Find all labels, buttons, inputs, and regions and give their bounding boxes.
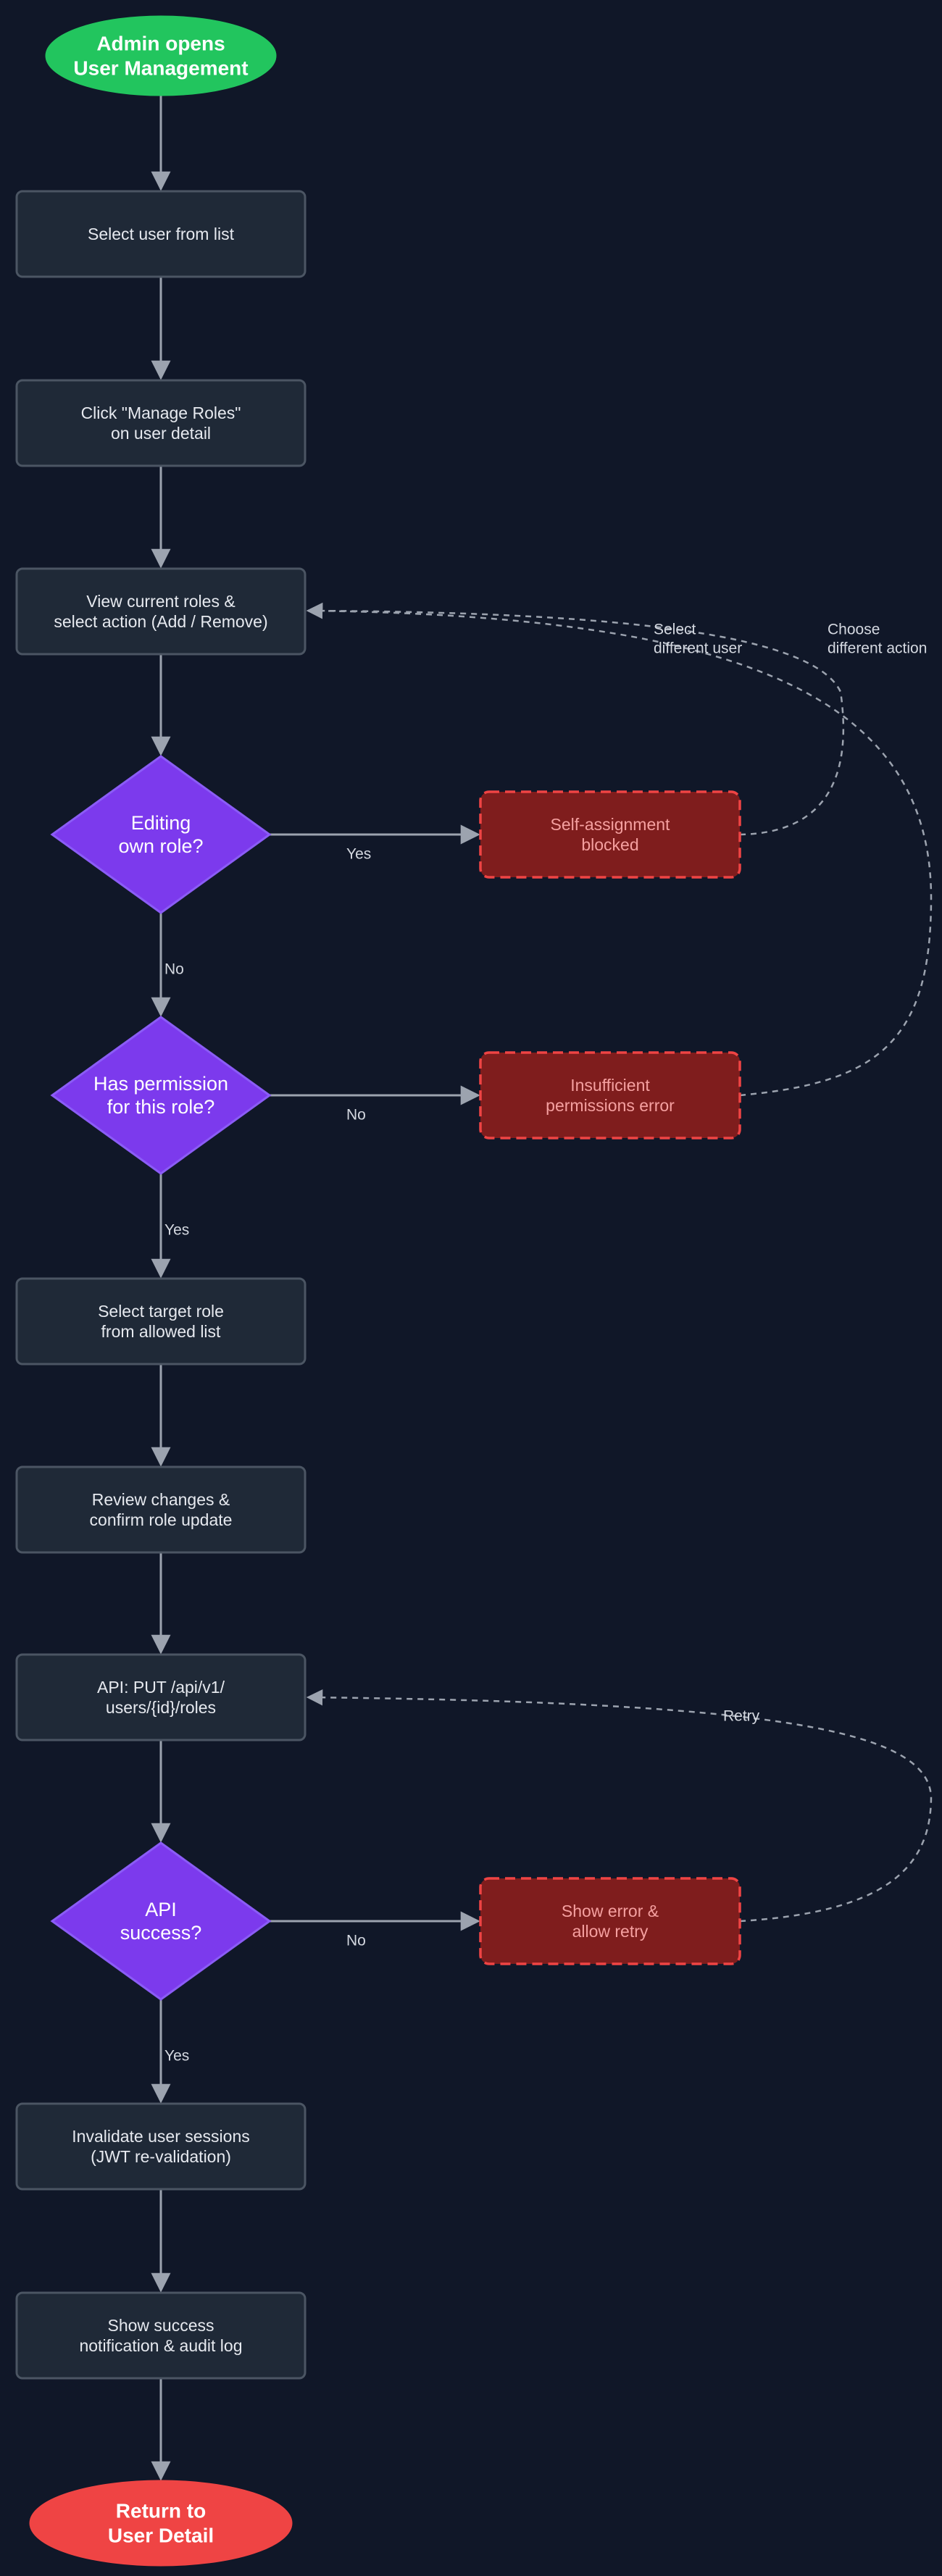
process-label-line-2: from allowed list — [101, 1322, 221, 1341]
loop-show-error-to-api-call — [306, 1689, 933, 1923]
decision-label-line-1: Editing — [131, 812, 191, 834]
process-label-line-2: users/{id}/roles — [106, 1698, 216, 1717]
process-box — [15, 1653, 307, 1741]
process-label-line-1: Select target role — [98, 1302, 224, 1321]
edge-label-no-permission: No — [346, 1107, 366, 1124]
terminal-ellipse — [45, 15, 277, 96]
edge-layer — [151, 95, 933, 2481]
error-box — [479, 790, 741, 879]
edge-label-yes-api: Yes — [164, 2048, 189, 2065]
loop-insufficient-to-view-roles — [306, 602, 933, 1097]
process-label-line-1: API: PUT /api/v1/ — [97, 1678, 225, 1697]
edge-label-yes-permission: Yes — [164, 1222, 189, 1239]
decision-label-line-1: Has permission — [93, 1073, 228, 1095]
decision-diamond — [50, 1841, 272, 2001]
process-label-line-2: notification & audit log — [79, 2336, 242, 2355]
error-label-line-1: Self-assignment — [551, 815, 671, 834]
process-box — [15, 190, 307, 278]
process-label-line-1: View current roles & — [86, 592, 235, 611]
node-manage-roles: Click "Manage Roles" on user detail — [15, 379, 307, 467]
process-box — [15, 567, 307, 656]
node-api-call: API: PUT /api/v1/users/{id}/roles — [15, 1653, 307, 1741]
error-label-line-2: allow retry — [572, 1922, 649, 1941]
terminal-label-line-2: User Management — [73, 57, 248, 80]
process-box — [15, 2102, 307, 2191]
decision-diamond — [50, 755, 272, 914]
edge-label-retry: Retry — [723, 1708, 760, 1725]
node-invalidate: Invalidate user sessions(JWT re-validati… — [15, 2102, 307, 2191]
process-box — [15, 1465, 307, 1554]
error-box — [479, 1877, 741, 1965]
edge-label-yes-self: Yes — [346, 846, 371, 863]
process-label-line-1: Invalidate user sessions — [72, 2127, 249, 2146]
node-review: Review changes &confirm role update — [15, 1465, 307, 1554]
edge-label-no-own: No — [164, 961, 184, 978]
process-label-line-2: select action (Add / Remove) — [54, 612, 267, 631]
decision-label-line-2: for this role? — [107, 1096, 215, 1118]
error-label-line-1: Insufficient — [570, 1076, 650, 1095]
loop-self-blocked-to-view-roles — [306, 602, 845, 836]
decision-diamond — [50, 1016, 272, 1175]
process-box — [15, 2291, 307, 2380]
process-label-line-2: confirm role update — [90, 1510, 233, 1529]
process-label-line-2: on user detail — [111, 424, 211, 443]
decision-label-line-2: success? — [120, 1922, 202, 1944]
terminal-ellipse — [29, 2480, 293, 2567]
terminal-label-line-1: Admin opens — [96, 33, 225, 55]
node-view-roles: View current roles &select action (Add /… — [15, 567, 307, 656]
decision-label-line-1: API — [145, 1899, 177, 1920]
edge-label-select-different-user-2: different user — [654, 640, 742, 657]
error-box — [479, 1051, 741, 1139]
node-end: Return to User Detail — [29, 2480, 293, 2567]
edge-label-no-api: No — [346, 1933, 366, 1949]
decision-label-line-2: own role? — [118, 835, 203, 857]
process-box — [15, 1277, 307, 1366]
process-box — [15, 379, 307, 467]
process-label-line-1: Select user from list — [88, 225, 235, 243]
edge-label-choose-different-action-1: Choose — [828, 622, 880, 638]
node-select-user: Select user from list — [15, 190, 307, 278]
edge-label-choose-different-action-2: different action — [828, 640, 927, 657]
error-label-line-2: blocked — [581, 835, 638, 854]
process-label-line-1: Show success — [107, 2316, 214, 2335]
error-label-line-2: permissions error — [546, 1096, 675, 1115]
process-label-line-1: Review changes & — [92, 1490, 230, 1509]
terminal-label-line-1: Return to — [116, 2500, 206, 2522]
process-label-line-2: (JWT re-validation) — [91, 2147, 231, 2166]
terminal-label-line-2: User Detail — [108, 2525, 214, 2547]
node-show-error: Show error & allow retry — [479, 1877, 741, 1965]
edge-label-select-different-user-1: Select — [654, 622, 696, 638]
process-label-line-1: Click "Manage Roles" — [81, 403, 241, 422]
error-label-line-1: Show error & — [562, 1902, 659, 1920]
